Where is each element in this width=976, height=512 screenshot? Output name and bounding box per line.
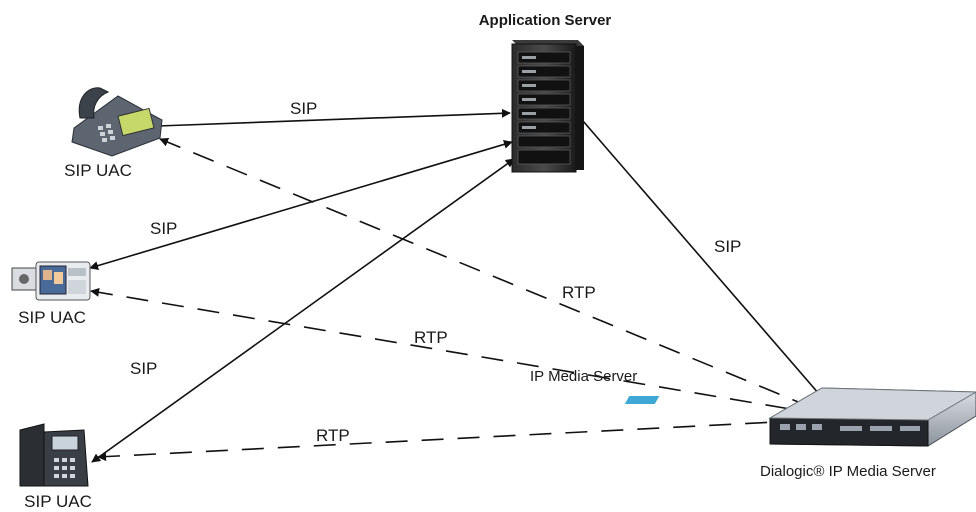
- uac-bottom-label: SIP UAC: [24, 492, 92, 511]
- ip-media-server-label: IP Media Server: [530, 368, 637, 385]
- rtp-link-mid-uac: [90, 287, 809, 413]
- rtp-label-top: RTP: [562, 283, 596, 302]
- app-server-label: Application Server: [479, 12, 612, 29]
- rack-server-icon: [624, 387, 976, 447]
- rtp-label-mid: RTP: [414, 328, 448, 347]
- desk-phone-icon: [71, 87, 163, 157]
- rtp-link-bottom-uac: [97, 419, 816, 462]
- sip-label-top: SIP: [290, 99, 317, 118]
- ip-phone-icon: [19, 423, 89, 487]
- media-server-label: Dialogic® IP Media Server: [760, 463, 936, 480]
- sip-label-bottom: SIP: [130, 359, 157, 378]
- sip-label-media: SIP: [714, 237, 741, 256]
- sip-link-bottom-uac: [91, 158, 515, 463]
- sip-label-mid: SIP: [150, 219, 177, 238]
- tower-server-icon: [511, 40, 584, 173]
- sip-link-media-server: [582, 120, 827, 403]
- sip-link-top-uac: [157, 108, 511, 127]
- uac-mid-label: SIP UAC: [18, 308, 86, 327]
- video-phone-icon: [11, 261, 91, 301]
- rtp-link-top-uac: [159, 137, 809, 407]
- uac-top-label: SIP UAC: [64, 161, 132, 180]
- rtp-label-bottom: RTP: [316, 426, 350, 445]
- connections: [89, 108, 827, 463]
